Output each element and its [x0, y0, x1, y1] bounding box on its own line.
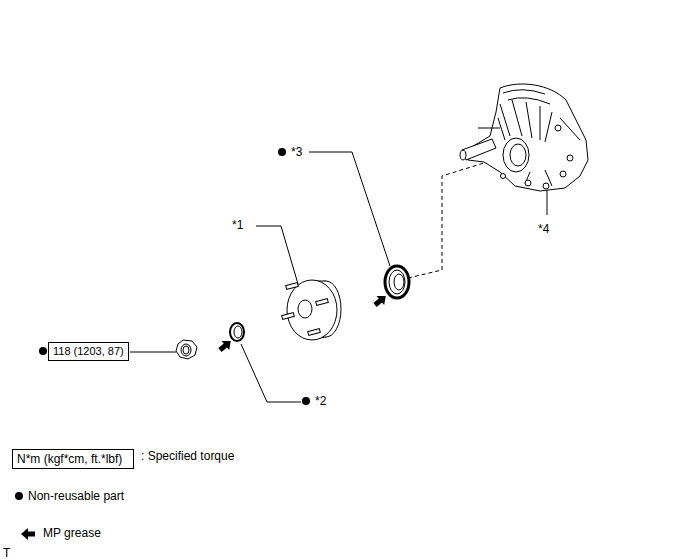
legend-text: MP grease — [43, 526, 101, 540]
grease-arrow-legend — [21, 528, 35, 540]
oil-seal — [385, 266, 409, 298]
leader-line — [130, 352, 176, 353]
callout-number: *4 — [538, 222, 549, 236]
node-text: N*m (kgf*cm, ft.*lbf) — [17, 452, 129, 466]
non-reusable-dot — [39, 347, 47, 355]
leader-line — [241, 344, 301, 402]
leader-line — [547, 190, 548, 215]
grease-arrow — [371, 291, 389, 309]
node-text: 118 (1203, 87) — [53, 345, 124, 358]
callout-number: *3 — [291, 145, 302, 159]
install-dashed-line — [408, 158, 500, 278]
callout-number: *1 — [232, 218, 243, 232]
torque-box: 118 (1203, 87) — [48, 342, 129, 361]
hub-nut — [176, 340, 197, 359]
leader-line — [309, 152, 390, 266]
legend-text: : Specified torque — [141, 449, 234, 463]
non-reusable-dot-legend — [15, 492, 23, 500]
oil-seal — [230, 323, 244, 341]
callout-number: *2 — [315, 394, 326, 408]
grease-arrow — [216, 336, 234, 354]
transaxle-housing — [460, 84, 588, 191]
axle-hub — [282, 280, 341, 340]
leader-line — [256, 226, 298, 284]
non-reusable-dot — [302, 397, 310, 405]
non-reusable-dot — [278, 148, 286, 156]
figure-mark: T — [3, 546, 10, 560]
torque-unit-box: N*m (kgf*cm, ft.*lbf) — [12, 449, 134, 469]
legend-text: Non-reusable part — [28, 489, 124, 503]
